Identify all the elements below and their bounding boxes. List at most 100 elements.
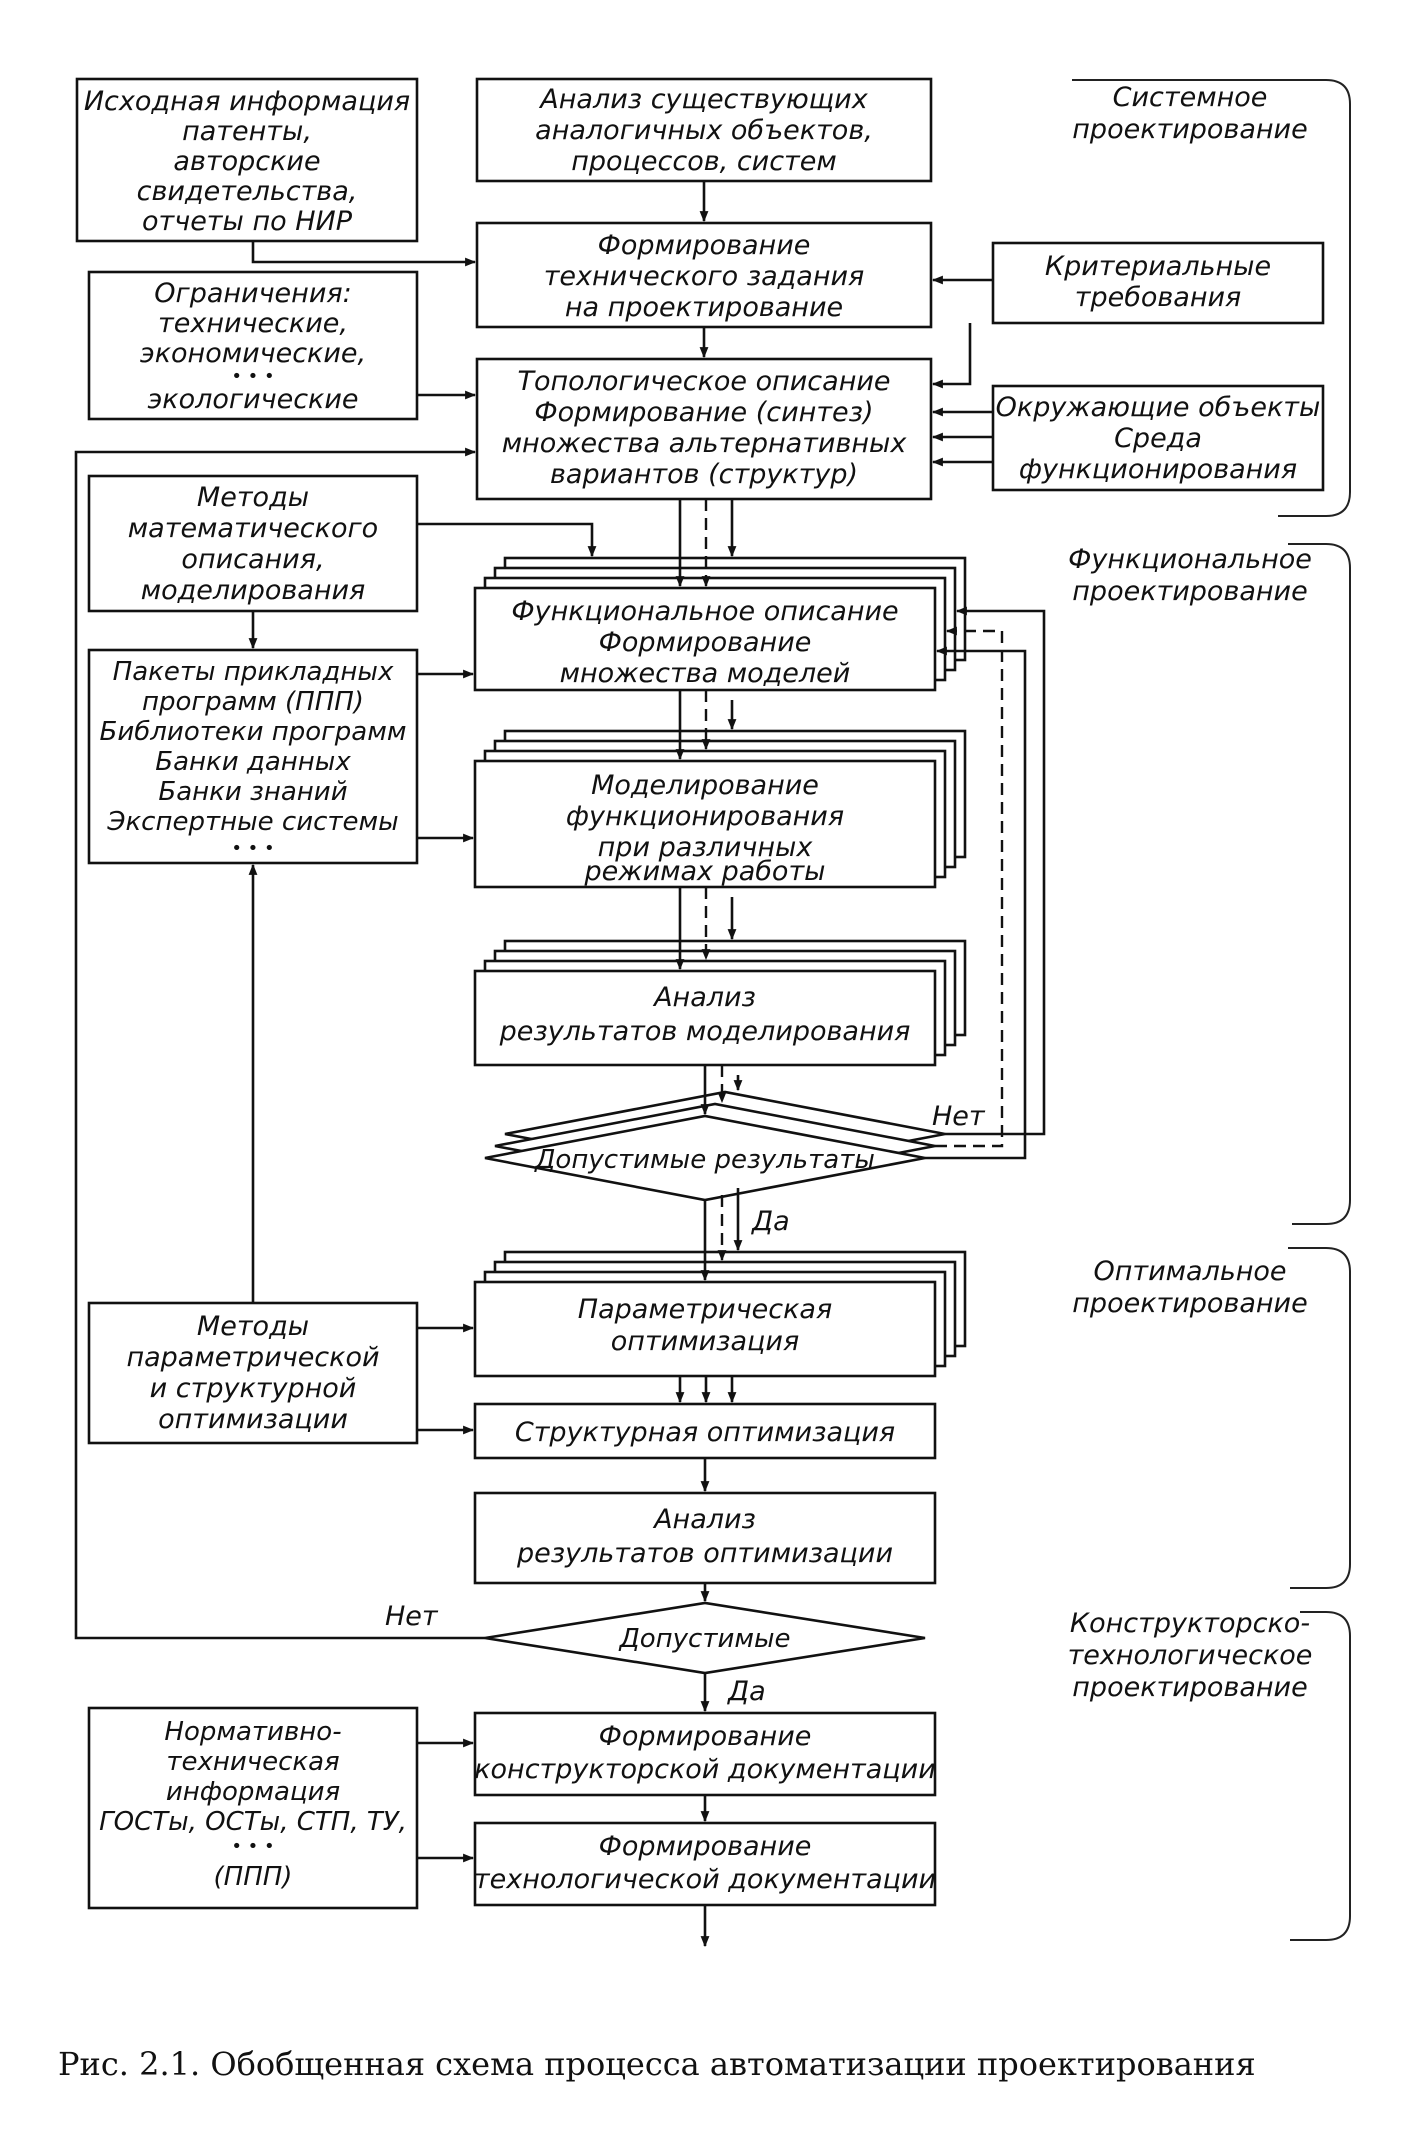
constraints-line-3: экономические, (140, 338, 366, 369)
criteria-line-1: Критериальные (1045, 251, 1271, 282)
tech-docs-box: Формирование технологической документаци… (473, 1821, 937, 1907)
constraints-line-2: технические, (158, 308, 348, 339)
yes-label-top: Да (751, 1206, 790, 1237)
constraints-ellipsis: • • • (231, 366, 274, 387)
feedback-loops (74, 447, 1046, 1640)
software-line-5: Банки знаний (158, 777, 347, 807)
decision-model-label: Допустимые результаты (534, 1145, 875, 1175)
math-methods-line-1: Методы (197, 482, 309, 513)
analysis-existing-box: Анализ существующих аналогичных объектов… (475, 77, 933, 183)
tech-task-line-3: на проектирование (565, 292, 843, 323)
source-info-box: Исходная информация патенты, авторские с… (75, 77, 419, 243)
stage-constructive-line-1: Конструкторско- (1070, 1608, 1310, 1639)
environment-line-1: Окружающие объекты (996, 392, 1321, 423)
normative-line-2: техническая (166, 1747, 339, 1777)
software-line-2: программ (ППП) (142, 687, 364, 717)
topological-box: Топологическое описание Формирование (си… (475, 357, 933, 501)
stage-system-line-2: проектирование (1072, 114, 1307, 145)
design-docs-line-2: конструкторской документации (474, 1754, 936, 1785)
constraints-line-1: Ограничения: (154, 278, 351, 309)
main-flow-arrows (675, 181, 743, 1948)
opt-methods-box: Методы параметрической и структурной опт… (87, 1301, 419, 1445)
normative-line-3: информация (166, 1777, 340, 1807)
analysis-existing-line-1: Анализ существующих (538, 84, 868, 115)
functional-line-1: Функциональное описание (511, 596, 898, 627)
no-label-bottom: Нет (385, 1601, 439, 1632)
modeling-line-2: функционирования (566, 801, 844, 832)
source-info-line-1: Исходная информация (84, 86, 410, 117)
analysis-existing-line-3: процессов, систем (571, 146, 837, 177)
decision-opt-diamond: Допустимые (484, 1601, 926, 1675)
modeling-line-1: Моделирование (591, 770, 819, 801)
struct-opt-label: Структурная оптимизация (515, 1417, 895, 1448)
math-methods-line-3: описания, (181, 544, 324, 575)
source-info-line-4: свидетельства, (137, 176, 358, 207)
stage-labels: Системное проектирование Функциональное … (1068, 82, 1313, 1703)
opt-methods-line-2: параметрической (126, 1342, 379, 1373)
stage-constructive-line-2: технологическое (1068, 1640, 1313, 1671)
tech-docs-line-1: Формирование (599, 1831, 812, 1862)
decision-opt-label: Допустимые (618, 1624, 790, 1654)
no-label-top: Нет (932, 1101, 986, 1132)
tech-docs-line-2: технологической документации (474, 1864, 936, 1895)
functional-line-3: множества моделей (560, 658, 851, 689)
analysis-existing-line-2: аналогичных объектов, (535, 115, 873, 146)
yes-label-bottom: Да (727, 1676, 766, 1707)
constraints-box: Ограничения: технические, экономические,… (87, 270, 419, 421)
tech-task-line-2: технического задания (544, 261, 865, 292)
software-line-6: Экспертные системы (106, 807, 398, 837)
modeling-line-4: режимах работы (584, 856, 826, 887)
environment-line-3: функционирования (1019, 454, 1297, 485)
stage-functional-line-2: проектирование (1072, 576, 1307, 607)
source-info-line-2: патенты, (182, 116, 312, 147)
modeling-line-3: при различных (598, 832, 814, 863)
param-opt-line-2: оптимизация (611, 1326, 799, 1357)
param-opt-box: Параметрическая оптимизация (473, 1280, 937, 1378)
math-methods-line-4: моделирования (141, 575, 366, 606)
struct-opt-box: Структурная оптимизация (473, 1402, 937, 1460)
param-opt-line-1: Параметрическая (578, 1294, 832, 1325)
topological-line-1: Топологическое описание (517, 366, 890, 397)
opt-methods-line-4: оптимизации (158, 1404, 348, 1435)
stage-constructive-line-3: проектирование (1072, 1672, 1307, 1703)
opt-analysis-line-1: Анализ (652, 1504, 756, 1535)
opt-analysis-line-2: результатов оптимизации (516, 1538, 893, 1569)
environment-line-2: Среда (1114, 423, 1202, 454)
stage-brackets (1072, 79, 1351, 1941)
normative-ellipsis: • • • (231, 1836, 274, 1857)
functional-line-2: Формирование (599, 627, 812, 658)
design-docs-line-1: Формирование (599, 1721, 812, 1752)
source-info-line-5: отчеты по НИР (142, 206, 353, 237)
tech-task-line-1: Формирование (598, 230, 811, 261)
criteria-box: Критериальные требования (991, 241, 1325, 325)
normative-line-4: ГОСТы, ОСТы, СТП, ТУ, (99, 1807, 407, 1837)
stage-optimal-line-2: проектирование (1072, 1288, 1307, 1319)
modeling-box: Моделирование функционирования при разли… (473, 759, 937, 889)
environment-box: Окружающие объекты Среда функционировани… (991, 384, 1325, 492)
constraints-line-5: экологические (147, 384, 358, 415)
normative-line-1: Нормативно- (164, 1717, 341, 1747)
model-analysis-box: Анализ результатов моделирования (473, 969, 937, 1067)
software-line-4: Банки данных (155, 747, 351, 777)
criteria-line-2: требования (1075, 282, 1242, 313)
stage-optimal-line-1: Оптимальное (1093, 1256, 1286, 1287)
topological-line-2: Формирование (синтез) (534, 397, 873, 428)
source-info-line-3: авторские (173, 146, 320, 177)
topological-line-3: множества альтернативных (502, 428, 908, 459)
stage-system-line-1: Системное (1113, 82, 1268, 113)
normative-line-6: (ППП) (214, 1862, 293, 1892)
decision-model-diamond: Допустимые результаты (484, 1114, 926, 1202)
software-line-1: Пакеты прикладных (113, 657, 394, 687)
opt-methods-line-1: Методы (197, 1311, 309, 1342)
opt-methods-line-3: и структурной (150, 1373, 357, 1404)
software-ellipsis: • • • (231, 838, 274, 859)
stage-functional-line-1: Функциональное (1068, 544, 1312, 575)
normative-box: Нормативно- техническая информация ГОСТы… (87, 1706, 419, 1910)
functional-box: Функциональное описание Формирование мно… (473, 586, 937, 692)
model-analysis-line-1: Анализ (652, 982, 756, 1013)
design-docs-box: Формирование конструкторской документаци… (473, 1711, 937, 1797)
software-line-3: Библиотеки программ (100, 717, 407, 747)
math-methods-box: Методы математического описания, моделир… (87, 474, 419, 613)
